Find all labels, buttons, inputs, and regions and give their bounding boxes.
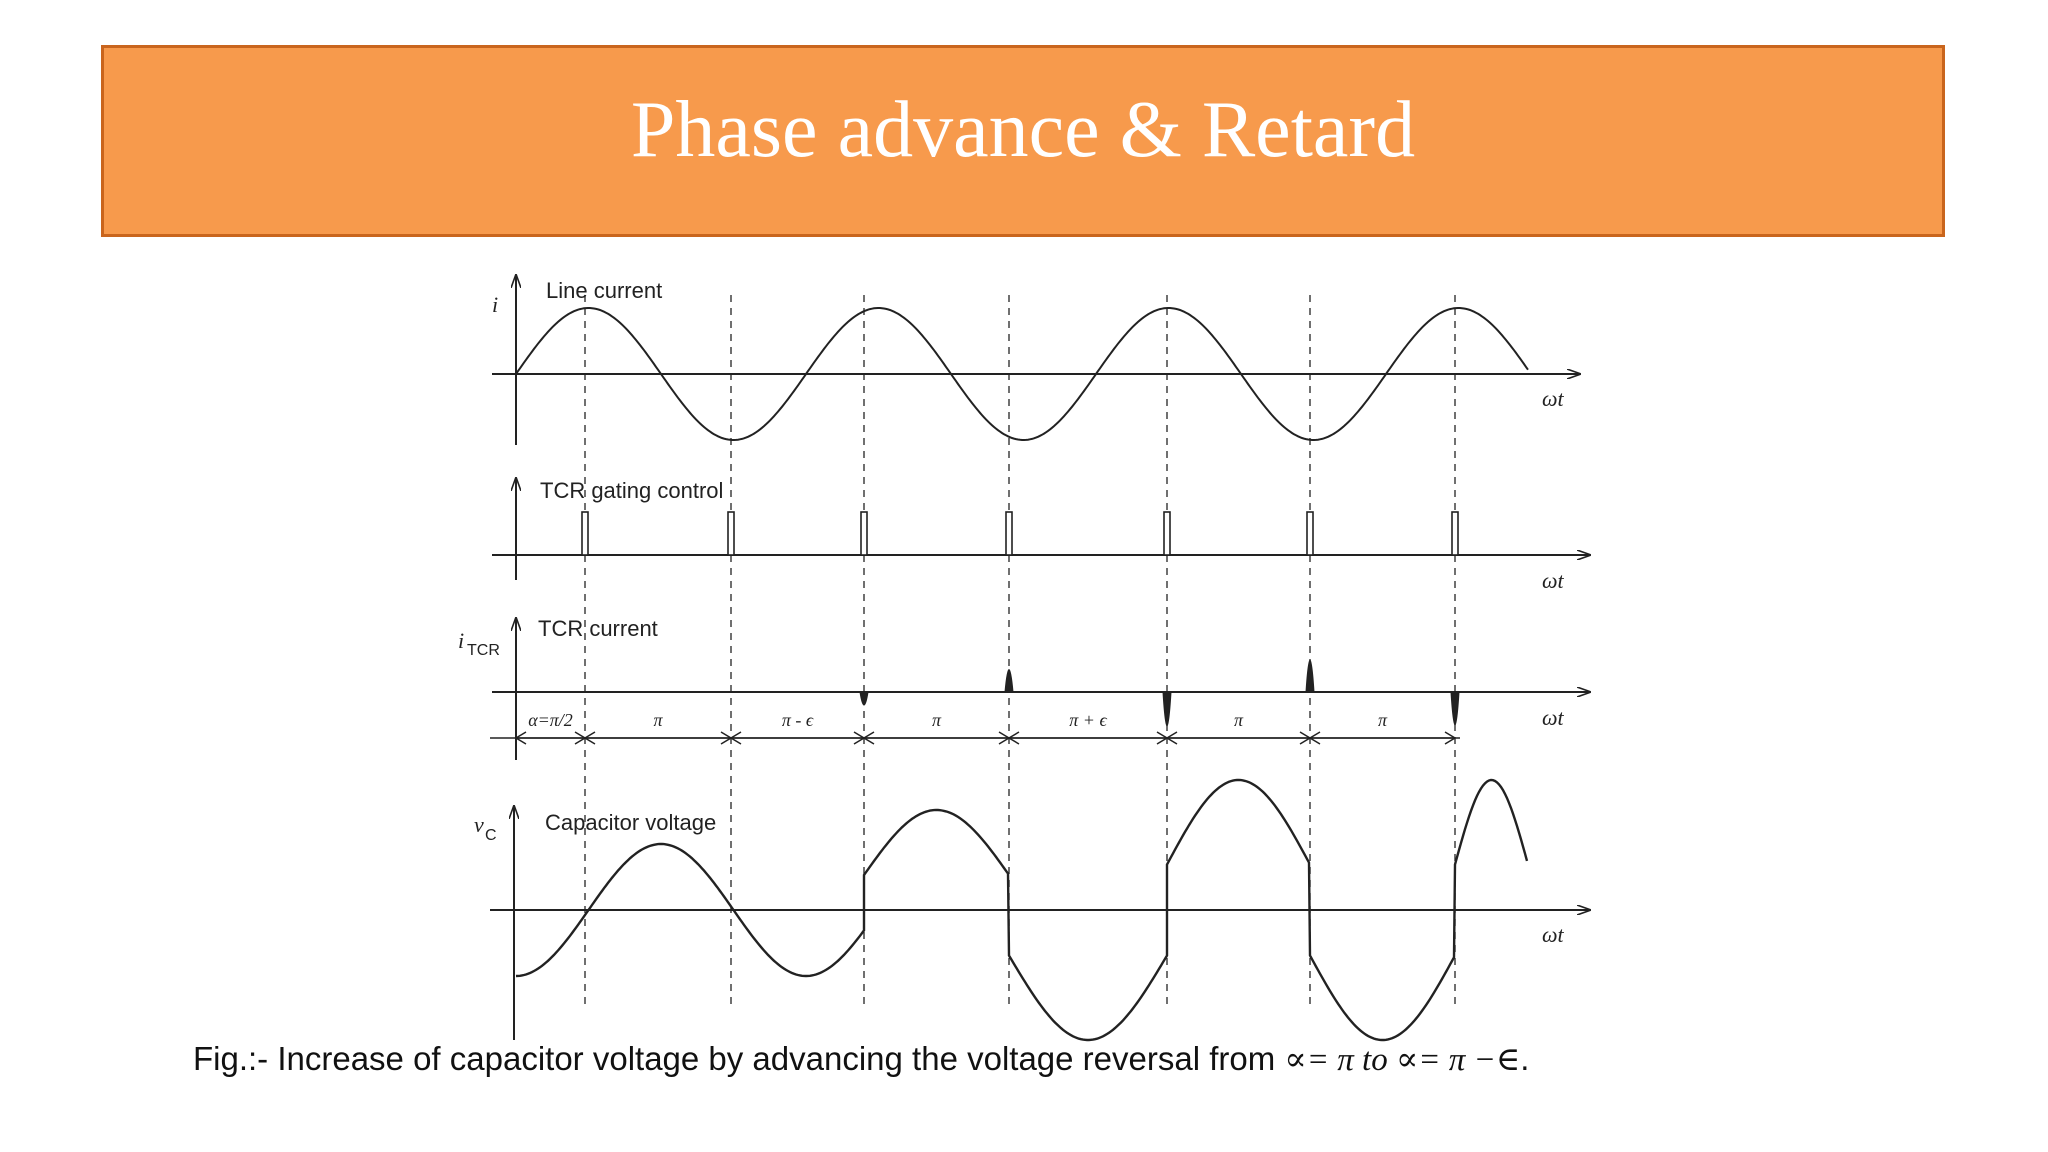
tcr-current-y-sub: TCR [467,642,500,659]
tcr-current-spike [1450,691,1460,726]
interval-arrowhead [1007,731,1020,745]
capacitor-y-sub: C [485,827,497,844]
tcr-current-y-label: i [458,628,464,653]
capacitor-y-label: v [474,812,484,837]
tcr-current-spike [1305,659,1315,693]
gating-pulse [727,511,735,556]
interval-label: π + ϵ [1069,710,1107,730]
interval-label: π [1234,710,1244,730]
title-banner: Phase advance & Retard [101,45,1945,237]
caption-text: Fig.:- Increase of capacitor voltage by … [193,1040,1285,1077]
tcr-current-panel: i TCR TCR current ωt α=π/2 π π - ϵ π π + ϵ π π [458,616,1590,760]
gating-pulse [860,511,868,556]
interval-label: α=π/2 [528,710,573,730]
interval-label: π - ϵ [782,710,814,730]
interval-arrowhead [1165,731,1178,745]
tcr-current-x-label: ωt [1542,705,1565,730]
capacitor-label: Capacitor voltage [545,810,716,835]
line-current-label: Line current [546,278,662,303]
interval-arrowhead [514,731,527,745]
capacitor-x-label: ωt [1542,922,1565,947]
tcr-current-spike [1004,669,1014,693]
phase-guide-lines [584,295,1456,1010]
slide-title: Phase advance & Retard [630,86,1416,174]
capacitor-voltage-waveform [515,778,1529,1042]
gating-x-label: ωt [1542,568,1565,593]
interval-arrowhead [583,731,596,745]
gating-pulse [1005,511,1013,556]
line-current-waveform [515,307,1529,441]
gating-pulse [1306,511,1314,556]
gating-pulse [581,511,589,556]
interval-label: π [653,710,663,730]
tcr-current-label: TCR current [538,616,658,641]
interval-arrowhead [1308,731,1321,745]
interval-label: π [932,710,942,730]
line-current-panel: i Line current ωt [492,275,1580,445]
line-current-y-label: i [492,292,498,317]
caption-math: ∝= π to ∝= π −∈ [1284,1042,1521,1078]
caption-suffix: . [1520,1040,1530,1077]
interval-labels: α=π/2 π π - ϵ π π + ϵ π π [514,710,1457,745]
gating-pulses [581,511,1459,556]
tcr-current-spike [1162,691,1172,727]
interval-label: π [1378,710,1388,730]
interval-arrowhead [862,731,875,745]
tcr-current-spikes [859,659,1460,727]
interval-arrowhead [1444,731,1457,745]
gating-pulse [1451,511,1459,556]
figure-caption: Fig.:- Increase of capacitor voltage by … [193,1039,1529,1079]
gating-pulse [1163,511,1171,556]
interval-arrowhead [729,731,742,745]
capacitor-panel: v C Capacitor voltage ωt [474,778,1590,1042]
gating-label: TCR gating control [540,478,723,503]
line-current-x-label: ωt [1542,386,1565,411]
gating-panel: TCR gating control ωt [492,478,1590,593]
tcr-current-spike [859,691,869,706]
